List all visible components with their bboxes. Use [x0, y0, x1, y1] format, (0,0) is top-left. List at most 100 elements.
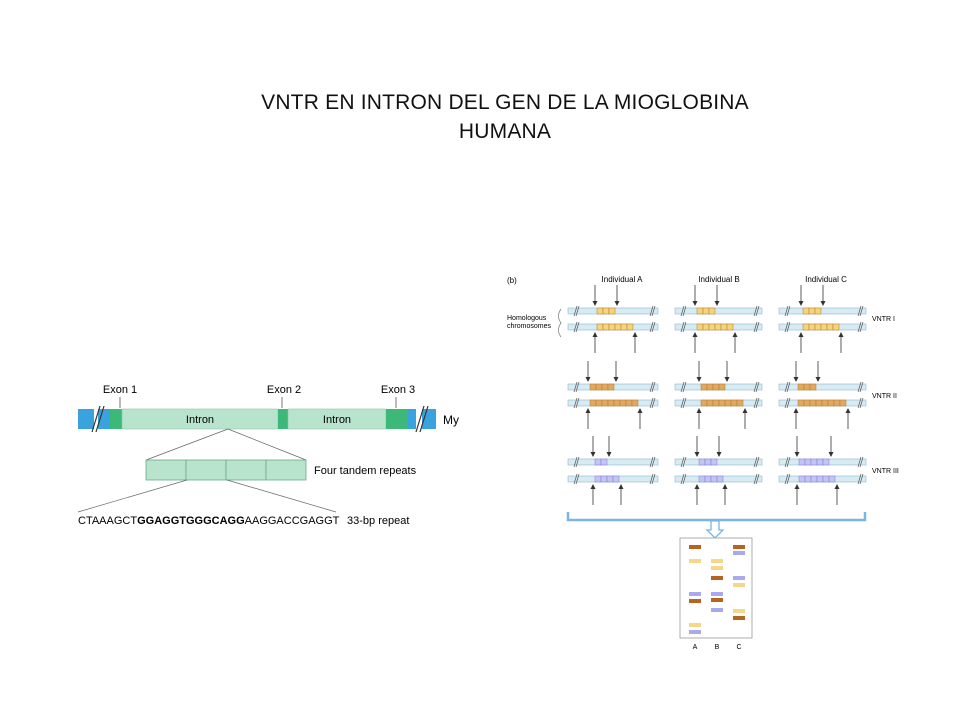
break-mark-right-b	[419, 405, 429, 433]
arrow-head-icon	[696, 408, 702, 413]
gene-name-label: My	[443, 413, 459, 427]
vntr-repeat-segment	[602, 307, 610, 315]
break-mark	[651, 456, 656, 468]
vntr-repeat-segment	[595, 383, 603, 391]
break-mark	[755, 305, 760, 317]
sequence-prefix: CTAAAGCT	[78, 515, 137, 527]
break-mark	[786, 381, 791, 393]
flank-right	[408, 409, 416, 429]
vntr-repeat-segment	[626, 323, 634, 331]
gel-band	[689, 545, 701, 549]
break-mark	[680, 321, 685, 333]
vntr-repeat-segment	[798, 458, 806, 466]
vntr-repeat-segment	[726, 323, 734, 331]
arrow-head-icon	[614, 301, 620, 306]
vntr-repeat-segment	[718, 383, 726, 391]
individual-b-label: Individual B	[698, 275, 739, 284]
chromosome-groups	[567, 285, 867, 505]
break-mark	[753, 381, 758, 393]
individual-c-label: Individual C	[805, 275, 847, 284]
break-mark	[755, 473, 760, 485]
chromosome-bar	[674, 307, 763, 315]
arrow-head-icon	[838, 332, 844, 337]
arrow-head-icon	[590, 452, 596, 457]
vntr-repeat-segment	[589, 383, 597, 391]
vntr-repeat-segment	[594, 475, 602, 483]
gel-band	[689, 559, 701, 563]
break-mark	[784, 305, 789, 317]
break-mark	[753, 473, 758, 485]
exon3	[386, 409, 408, 429]
break-mark	[786, 397, 791, 409]
break-mark	[859, 305, 864, 317]
sequence-bold: GGAGGTGGGCAGG	[137, 515, 245, 527]
individual-a-label: Individual A	[602, 275, 644, 284]
break-mark	[649, 381, 654, 393]
arrow-head-icon	[590, 484, 596, 489]
break-mark	[682, 397, 687, 409]
exon1	[110, 409, 122, 429]
break-mark	[859, 397, 864, 409]
break-mark	[755, 456, 760, 468]
vntr-repeat-segment	[712, 383, 720, 391]
break-mark	[682, 321, 687, 333]
break-mark	[651, 381, 656, 393]
vntr-repeat-segment	[631, 399, 639, 407]
break-mark	[573, 381, 578, 393]
break-mark	[755, 397, 760, 409]
vntr-repeat-segment	[808, 323, 816, 331]
break-mark	[784, 381, 789, 393]
gel-band	[711, 576, 723, 580]
arrow-head-icon	[724, 377, 730, 382]
vntr-repeat-segment	[696, 323, 704, 331]
lane-b-label: B	[715, 644, 720, 651]
zoom-line-right	[227, 428, 307, 461]
vntr-repeat-segment	[828, 475, 836, 483]
arrow-head-icon	[692, 332, 698, 337]
break-mark	[784, 321, 789, 333]
break-mark	[680, 456, 685, 468]
break-mark	[786, 473, 791, 485]
vntr-repeat-segment	[839, 399, 847, 407]
vntr-repeat-segment	[820, 323, 828, 331]
arrow-head-icon	[613, 377, 619, 382]
vntr-repeat-segment	[802, 307, 810, 315]
vntr-repeat-segment	[730, 399, 738, 407]
vntr-repeat-segment	[606, 475, 614, 483]
break-mark	[680, 381, 685, 393]
break-mark	[680, 305, 685, 317]
break-mark-right-a	[415, 405, 425, 433]
exon2-label: Exon 2	[267, 384, 301, 396]
slide-title-line1: VNTR EN INTRON DEL GEN DE LA MIOGLOBINA	[261, 91, 749, 114]
tandem-repeat-unit	[265, 459, 307, 481]
break-mark	[753, 321, 758, 333]
slide-title-line2: HUMANA	[458, 120, 552, 143]
arrow-head-icon	[834, 484, 840, 489]
vntr-repeat-segment	[816, 475, 824, 483]
vntr-repeat-segment	[797, 383, 805, 391]
vntr-repeat-segment	[700, 383, 708, 391]
vntr-repeat-segment	[809, 383, 817, 391]
vntr-repeat-segment	[702, 307, 710, 315]
vntr2-label: VNTR II	[872, 393, 897, 400]
break-mark	[649, 397, 654, 409]
vntr-repeat-segment	[710, 458, 718, 466]
vntr-repeat-segment	[804, 458, 812, 466]
break-mark	[857, 381, 862, 393]
gel-band	[711, 592, 723, 596]
break-mark	[857, 321, 862, 333]
slide-title: VNTR EN INTRON DEL GEN DE LA MIOGLOBINA …	[0, 88, 960, 146]
vntr-repeat-segment	[625, 399, 633, 407]
gel-bands	[689, 545, 745, 634]
exon2	[278, 409, 288, 429]
break-mark	[682, 305, 687, 317]
vntr-repeat-segment	[612, 475, 620, 483]
vntr-repeat-segment	[706, 399, 714, 407]
vntr-repeat-segment	[698, 475, 706, 483]
tandem-repeats-label: Four tandem repeats	[314, 465, 417, 477]
break-mark	[857, 456, 862, 468]
repeat-length-label: 33-bp repeat	[347, 515, 409, 527]
break-mark	[651, 321, 656, 333]
break-mark	[651, 397, 656, 409]
gel-band	[711, 559, 723, 563]
